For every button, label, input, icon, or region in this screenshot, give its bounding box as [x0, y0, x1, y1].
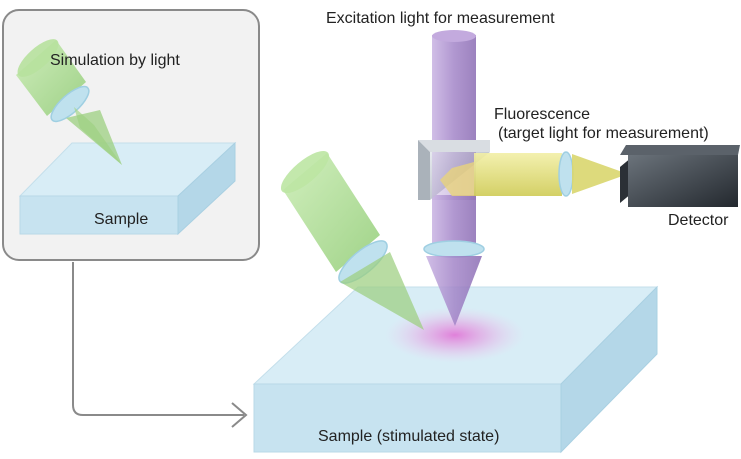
excitation-beam-upper [432, 35, 476, 140]
main-sample-front [253, 383, 562, 453]
excitation-label: Excitation light for measurement [326, 10, 555, 27]
fluorescence-lens [558, 151, 574, 197]
fluorescence-label: Fluorescence [494, 106, 590, 123]
objective-lens [423, 240, 485, 258]
fluorescence-sublabel: (target light for measurement) [498, 125, 709, 142]
fluorescence-beam [474, 153, 562, 196]
main-sample-side [560, 285, 658, 454]
inset-title-label: Simulation by light [50, 52, 180, 69]
detector [620, 145, 740, 207]
fluorescence-cone [572, 154, 628, 194]
inset-stimulation-light [16, 39, 122, 165]
stimulation-light [280, 150, 424, 330]
fluorescence-reflection [440, 162, 474, 196]
detector-top-face [620, 145, 740, 155]
connector-arrowhead [231, 402, 248, 428]
stimulation-tube-end [280, 150, 330, 194]
excitation-beam-top [432, 30, 476, 42]
detector-label: Detector [668, 212, 729, 229]
inset-stimulation-tube-end [17, 39, 59, 77]
excitation-beam-lower [432, 195, 476, 245]
stimulation-cone [340, 252, 424, 330]
inset-sample-label: Sample [94, 211, 148, 228]
main-sample-label: Sample (stimulated state) [318, 428, 499, 445]
inset-stimulation-cone-front [66, 110, 122, 165]
detector-body [628, 155, 738, 207]
mirror-top-face [418, 140, 490, 152]
excitation-cone [426, 256, 482, 326]
mirror-side-face [418, 140, 430, 200]
excitation-light [423, 30, 485, 326]
inset-panel: Simulation by light Sample [2, 9, 260, 261]
fluorescence-light [440, 151, 628, 197]
connector-arrow-line [72, 262, 244, 416]
connector-arrow [72, 262, 248, 428]
inset-sample-side [177, 141, 236, 236]
inset-sample-front [19, 195, 179, 235]
inset-sample-block [18, 141, 237, 236]
